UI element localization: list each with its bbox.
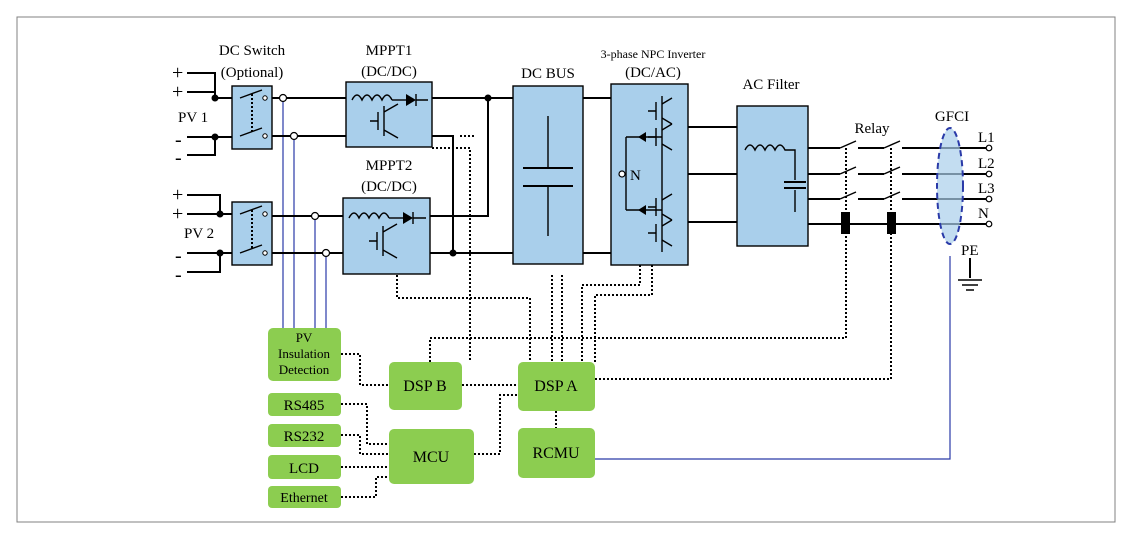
inverter-sub-label: (DC/AC)	[625, 65, 681, 81]
l2-label: L2	[978, 156, 995, 172]
pv-insulation-label-3: Detection	[279, 362, 330, 377]
l3-label: L3	[978, 181, 995, 197]
control-signal-wiring	[341, 135, 892, 498]
relay-label: Relay	[855, 121, 890, 137]
rs232-label: RS232	[284, 429, 325, 445]
npc-inverter-block	[610, 83, 689, 266]
mppt1-block	[345, 81, 433, 148]
pv1-label: PV 1	[178, 110, 208, 126]
pv1-minus-1: -	[175, 129, 182, 151]
rcmu-label: RCMU	[532, 445, 580, 462]
pv2-label: PV 2	[184, 226, 214, 242]
mppt2-label: MPPT2	[366, 158, 413, 174]
pv1-plus-2: +	[172, 81, 183, 103]
rs232-block	[268, 424, 341, 447]
pe-label: PE	[961, 243, 979, 259]
dc-switch-optional-label: (Optional)	[221, 65, 283, 81]
lcd-block	[268, 455, 341, 479]
mcu-label: MCU	[413, 449, 450, 466]
pv-input-wiring	[187, 72, 346, 273]
dsp-b-label: DSP B	[403, 378, 446, 395]
rcmu-block	[518, 428, 595, 478]
diagram-labels: DC Switch (Optional) MPPT1 (DC/DC) MPPT2…	[172, 43, 995, 506]
gfci-sensor	[936, 127, 964, 245]
relay-coil-1	[841, 212, 850, 234]
neutral-point-label: N	[630, 168, 641, 184]
dc-bus-label: DC BUS	[521, 66, 575, 82]
dc-switch-1	[231, 85, 273, 150]
pv1-minus-2: -	[175, 147, 182, 169]
mppt2-sub-label: (DC/DC)	[361, 179, 417, 195]
l1-label: L1	[978, 130, 995, 146]
gfci-label: GFCI	[935, 109, 969, 125]
mppt1-label: MPPT1	[366, 43, 413, 59]
ac-filter-label: AC Filter	[742, 77, 799, 93]
pv-insulation-label-2: Insulation	[278, 346, 330, 361]
lcd-label: LCD	[289, 461, 319, 477]
dsp-a-block	[518, 362, 595, 411]
dc-switch-2	[231, 201, 273, 266]
rs485-label: RS485	[284, 398, 325, 414]
pv-insulation-detection-block	[268, 328, 341, 381]
ac-filter-block	[736, 105, 809, 247]
inverter-label: 3-phase NPC Inverter	[601, 47, 706, 61]
dc-bus-block	[512, 85, 584, 265]
pv2-minus-1: -	[175, 245, 182, 267]
mppt1-sub-label: (DC/DC)	[361, 64, 417, 80]
mcu-block	[389, 429, 474, 484]
pv-insulation-label-1: PV	[296, 330, 313, 345]
rs485-block	[268, 393, 341, 416]
control-blocks	[268, 328, 595, 508]
pv1-plus-1: +	[172, 62, 183, 84]
dsp-a-label: DSP A	[534, 378, 578, 395]
ethernet-block	[268, 486, 341, 508]
dc-bus-wiring	[430, 94, 611, 257]
dsp-b-block	[389, 362, 462, 410]
dc-switch-label: DC Switch	[219, 43, 286, 59]
ethernet-label: Ethernet	[280, 491, 328, 506]
pv2-plus-1: +	[172, 184, 183, 206]
relay-coil-2	[887, 212, 896, 234]
pv2-plus-2: +	[172, 203, 183, 225]
mppt2-block	[342, 197, 431, 275]
n-out-label: N	[978, 206, 989, 222]
pv2-minus-2: -	[175, 264, 182, 286]
